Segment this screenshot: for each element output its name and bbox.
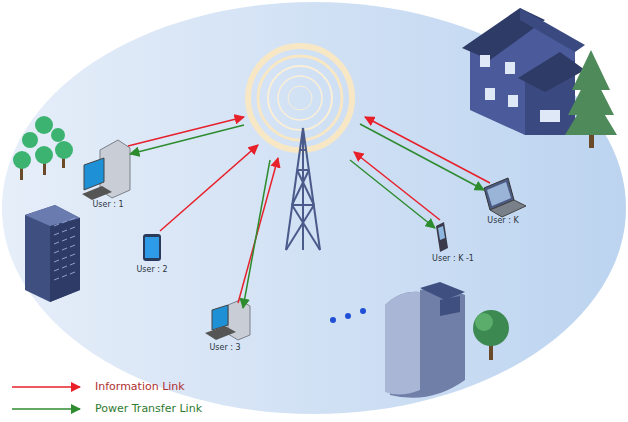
pine-tree	[565, 50, 617, 148]
house	[462, 8, 585, 135]
user-label: User : 3	[209, 343, 240, 352]
trees	[13, 116, 73, 180]
desktop-computer	[82, 140, 130, 200]
coverage-area	[2, 2, 626, 414]
legend-samples	[12, 387, 80, 409]
cell-tower	[286, 128, 320, 250]
user-label: User : K	[487, 216, 518, 225]
user-label: User : 2	[136, 265, 167, 274]
laptop	[484, 178, 526, 217]
legend-text: Information Link	[95, 380, 185, 393]
ellipsis-dots	[330, 308, 366, 323]
signal-rings	[248, 46, 352, 150]
legend-text: Power Transfer Link	[95, 402, 202, 415]
user-label: User : K -1	[432, 254, 474, 263]
storage-building	[385, 282, 465, 398]
smartphone	[143, 234, 161, 261]
building-windows	[54, 218, 75, 280]
office-building	[25, 205, 80, 302]
round-tree	[473, 310, 509, 360]
wireless-links	[128, 117, 490, 308]
mobile-phone	[436, 222, 448, 252]
user-label: User : 1	[92, 200, 123, 209]
